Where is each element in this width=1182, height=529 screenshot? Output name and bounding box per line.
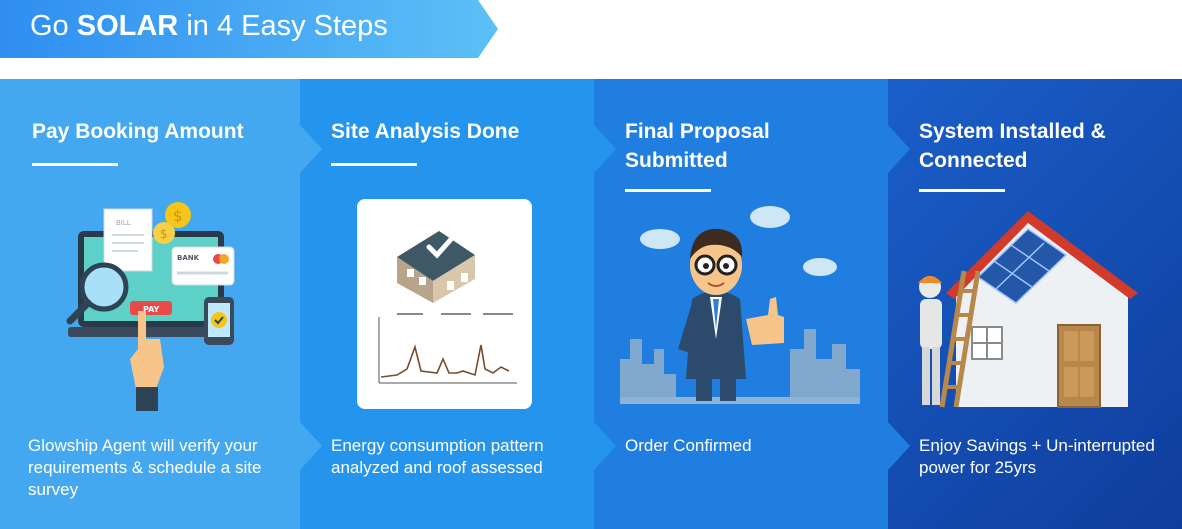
site-analysis-card-icon [357, 199, 532, 409]
title-highlight: SOLAR [76, 10, 179, 42]
title-underline [625, 189, 711, 192]
businessman-thumbs-up-icon [620, 206, 860, 404]
svg-text:$: $ [173, 207, 183, 225]
title-suffix: in 4 Easy Steps [186, 10, 388, 42]
steps-panel: Pay Booking Amount BILL $ $ BANK [0, 79, 1182, 529]
page-title: Go SOLAR in 4 Easy Steps [30, 10, 388, 43]
step-final-proposal: Final Proposal Submitted [594, 79, 888, 529]
step-description: Enjoy Savings + Un-interrupted power for… [919, 436, 1155, 477]
title-underline [32, 163, 118, 166]
step-title: Site Analysis Done [331, 120, 520, 143]
bank-label: BANK [177, 254, 200, 262]
step-description: Order Confirmed [625, 436, 752, 455]
step-title: Final Proposal Submitted [625, 120, 770, 172]
payment-illustration-icon: BILL $ $ BANK PAY [66, 202, 235, 411]
header-banner [0, 0, 498, 58]
pay-label: PAY [143, 305, 160, 314]
title-underline [919, 189, 1005, 192]
step-pay-booking: Pay Booking Amount BILL $ $ BANK [0, 79, 300, 529]
step-description: Glowship Agent will verify your requirem… [28, 436, 262, 499]
step-site-analysis: Site Analysis Done Energy consumption pa… [300, 79, 594, 529]
step-title: Pay Booking Amount [32, 120, 244, 143]
title-prefix: Go [30, 10, 69, 42]
svg-text:$: $ [160, 227, 168, 241]
solar-house-icon [918, 211, 1138, 408]
step-title: System Installed & Connected [919, 120, 1106, 172]
step-system-installed: System Installed & Connected [888, 79, 1182, 529]
step-description: Energy consumption pattern analyzed and … [331, 436, 544, 477]
bill-label: BILL [116, 219, 131, 227]
title-underline [331, 163, 417, 166]
